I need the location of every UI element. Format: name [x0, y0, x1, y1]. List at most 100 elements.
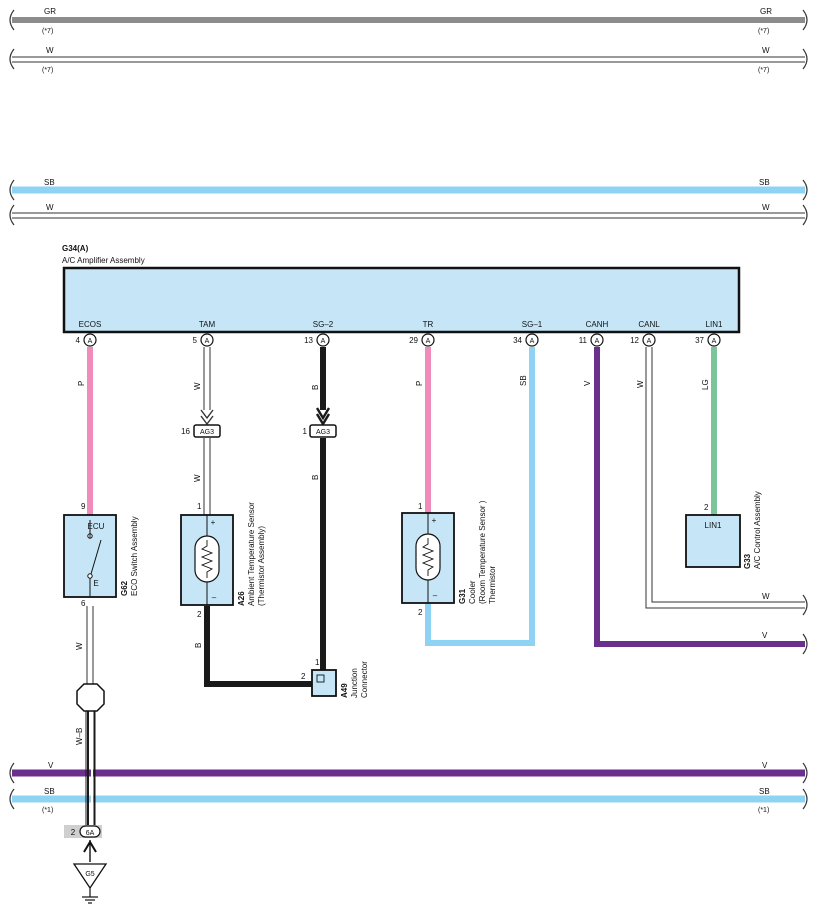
bus-break-left — [9, 9, 15, 31]
ambient-sensor-code: A26 — [237, 591, 246, 606]
room-temperature-sensor: 1 + – 2 G31 Cooler (Room Temperature Sen… — [401, 500, 497, 617]
eco-term-ecu: ECU — [88, 522, 105, 531]
svg-text:6A: 6A — [86, 830, 95, 837]
svg-text:1: 1 — [418, 502, 423, 511]
bus-sb-label-left: SB — [44, 178, 55, 187]
svg-text:2: 2 — [301, 672, 306, 681]
wire-a26-to-a49-color: B — [194, 643, 203, 648]
bus-gr-top: GR GR (*7) (*7) — [9, 7, 808, 35]
amp-term-canh: CANH — [586, 320, 609, 329]
svg-text:9: 9 — [81, 502, 86, 511]
amp-term-sg1: SG–1 — [522, 320, 543, 329]
wire-sg2-lower-color: B — [311, 475, 320, 480]
ground-junction: 2 6A — [64, 825, 102, 838]
pin-sg1: 34 A — [513, 333, 539, 347]
bus-break-left — [9, 48, 15, 70]
bus-w-note-left: (*7) — [42, 67, 53, 74]
cooler-sensor-name-2: (Room Temperature Sensor ) — [478, 500, 487, 604]
eco-term-e: E — [93, 579, 98, 588]
junction-connector: 1 2 A49 Junction Connector — [301, 658, 369, 698]
amp-term-sg2: SG–2 — [313, 320, 334, 329]
wire-canh-color: V — [583, 380, 592, 386]
bus-gr-note-left: (*7) — [42, 28, 53, 35]
svg-text:2: 2 — [197, 610, 202, 619]
bus-gr-note-right: (*7) — [758, 28, 769, 35]
pin-ecos: 4 A — [76, 333, 97, 347]
bus-gr-label-left: GR — [44, 7, 56, 16]
wire-ecos-color: P — [77, 381, 86, 386]
bus-sb-note-left: (*1) — [42, 807, 53, 814]
bus-v-label-left: V — [48, 761, 54, 770]
bus-sb-bottom: SB SB (*1) (*1) — [9, 787, 808, 814]
pin-sg2: 13 A — [304, 333, 330, 347]
bus-sb-label-right: SB — [759, 178, 770, 187]
junction-box — [311, 669, 337, 697]
wire-tr-color: P — [415, 381, 424, 386]
ground-arrow-icon — [83, 840, 97, 853]
wire-canh — [594, 347, 805, 647]
wire-sg1 — [425, 347, 535, 646]
wire-tam-upper-color: W — [193, 382, 202, 390]
svg-text:13: 13 — [304, 336, 313, 345]
svg-text:AG3: AG3 — [200, 429, 214, 436]
amp-term-tam: TAM — [199, 320, 216, 329]
svg-text:2: 2 — [418, 608, 423, 617]
ground-triangle-icon — [72, 863, 108, 890]
ac-amplifier-assembly: G34(A) A/C Amplifier Assembly ECOS TAM S… — [62, 244, 741, 334]
amplifier-code: G34(A) — [62, 244, 89, 253]
svg-text:6: 6 — [81, 599, 86, 608]
ac-control-terminal: LIN1 — [705, 521, 722, 530]
svg-text:+: + — [211, 518, 216, 527]
cooler-sensor-name-1: Cooler — [468, 580, 477, 604]
svg-text:16: 16 — [181, 427, 190, 436]
svg-text:A: A — [647, 338, 652, 345]
cooler-sensor-code: G31 — [458, 588, 467, 604]
ag3-connector-sg2: 1 AG3 — [303, 424, 337, 438]
svg-text:–: – — [212, 593, 217, 602]
bus-break-right — [802, 204, 808, 226]
bus-w-mid: W W — [9, 203, 808, 226]
svg-text:A: A — [205, 338, 210, 345]
ac-control-assembly: 2 LIN1 G33 A/C Control Assembly — [685, 491, 762, 569]
ambient-sensor-name-1: Ambient Temperature Sensor — [247, 502, 256, 606]
svg-text:1: 1 — [315, 658, 320, 667]
pin-canh: 11 A — [579, 333, 604, 347]
wire-canh-out-color: V — [762, 631, 768, 640]
ground-name: G5 — [85, 871, 94, 878]
bus-w-label-right: W — [762, 46, 770, 55]
junction-code: A49 — [340, 683, 349, 698]
svg-text:34: 34 — [513, 336, 522, 345]
amp-pins: 4 A 5 A 13 A 29 A 34 A 11 A — [76, 333, 721, 347]
amp-term-lin1: LIN1 — [706, 320, 723, 329]
wire-sg2-upper-color: B — [311, 385, 320, 390]
cooler-sensor-name-3: Thermistor — [488, 565, 497, 604]
eco-switch-code: G62 — [120, 580, 129, 596]
bus-w-label-right: W — [762, 203, 770, 212]
pin-canl: 12 A — [630, 333, 656, 347]
svg-text:A: A — [595, 338, 600, 345]
wire-eco-ground-color: W — [75, 642, 84, 650]
ag3-connector-tam: 16 AG3 — [181, 424, 221, 438]
sg2-connector-arrow — [315, 407, 331, 427]
bus-break-right — [802, 9, 808, 31]
wire-eco-ground-lower-color: W–B — [75, 728, 84, 745]
bus-sb-mid: SB SB — [9, 178, 808, 201]
svg-text:29: 29 — [409, 336, 418, 345]
ac-control-box — [685, 514, 741, 568]
bus-break-left — [9, 204, 15, 226]
pin-tam: 5 A — [193, 333, 214, 347]
bus-sb-label-right: SB — [759, 787, 770, 796]
svg-text:–: – — [433, 591, 438, 600]
bus-break-right — [802, 179, 808, 201]
svg-text:2: 2 — [704, 503, 709, 512]
wire-lin1-color: LG — [701, 379, 710, 390]
pin-lin1: 37 A — [695, 333, 721, 347]
amp-term-ecos: ECOS — [79, 320, 102, 329]
switch-contact — [90, 539, 102, 575]
ac-control-code: G33 — [743, 553, 752, 569]
svg-text:12: 12 — [630, 336, 639, 345]
ambient-sensor-name-2: (Thermistor Assembly) — [257, 526, 266, 606]
bus-sb-note-right: (*1) — [758, 807, 769, 814]
wire-canl-a — [645, 347, 805, 609]
